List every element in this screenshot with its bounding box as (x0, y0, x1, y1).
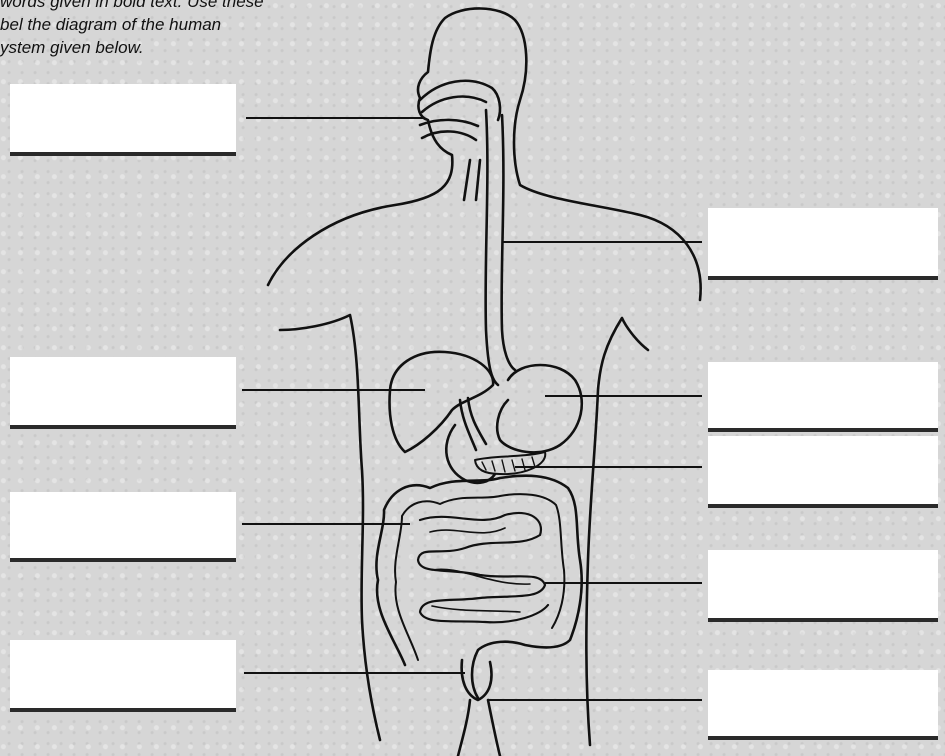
label-box-left-3[interactable] (10, 492, 236, 562)
small-intestine (418, 513, 548, 622)
torso-left-side (280, 315, 380, 740)
leader-lines (242, 118, 702, 700)
trachea (464, 160, 480, 200)
label-box-left-1[interactable] (10, 84, 236, 156)
label-box-right-3[interactable] (708, 436, 938, 508)
label-box-left-2[interactable] (10, 357, 236, 429)
label-box-right-1[interactable] (708, 208, 938, 280)
esophagus (486, 110, 515, 385)
liver (390, 352, 494, 452)
label-box-right-4[interactable] (708, 550, 938, 622)
lower-body-right (488, 700, 500, 756)
pancreas (475, 452, 545, 474)
torso-right-side (586, 318, 648, 745)
bile-duct (460, 398, 486, 450)
label-box-left-4[interactable] (10, 640, 236, 712)
label-box-right-5[interactable] (708, 670, 938, 740)
nasal-cavity (420, 81, 500, 120)
lower-body-left (458, 700, 470, 756)
stomach (497, 365, 582, 452)
label-box-right-2[interactable] (708, 362, 938, 432)
duodenum (446, 425, 495, 483)
tongue (422, 131, 476, 140)
nasal-cavity-inner (422, 97, 486, 112)
body-outline-left (268, 8, 701, 300)
